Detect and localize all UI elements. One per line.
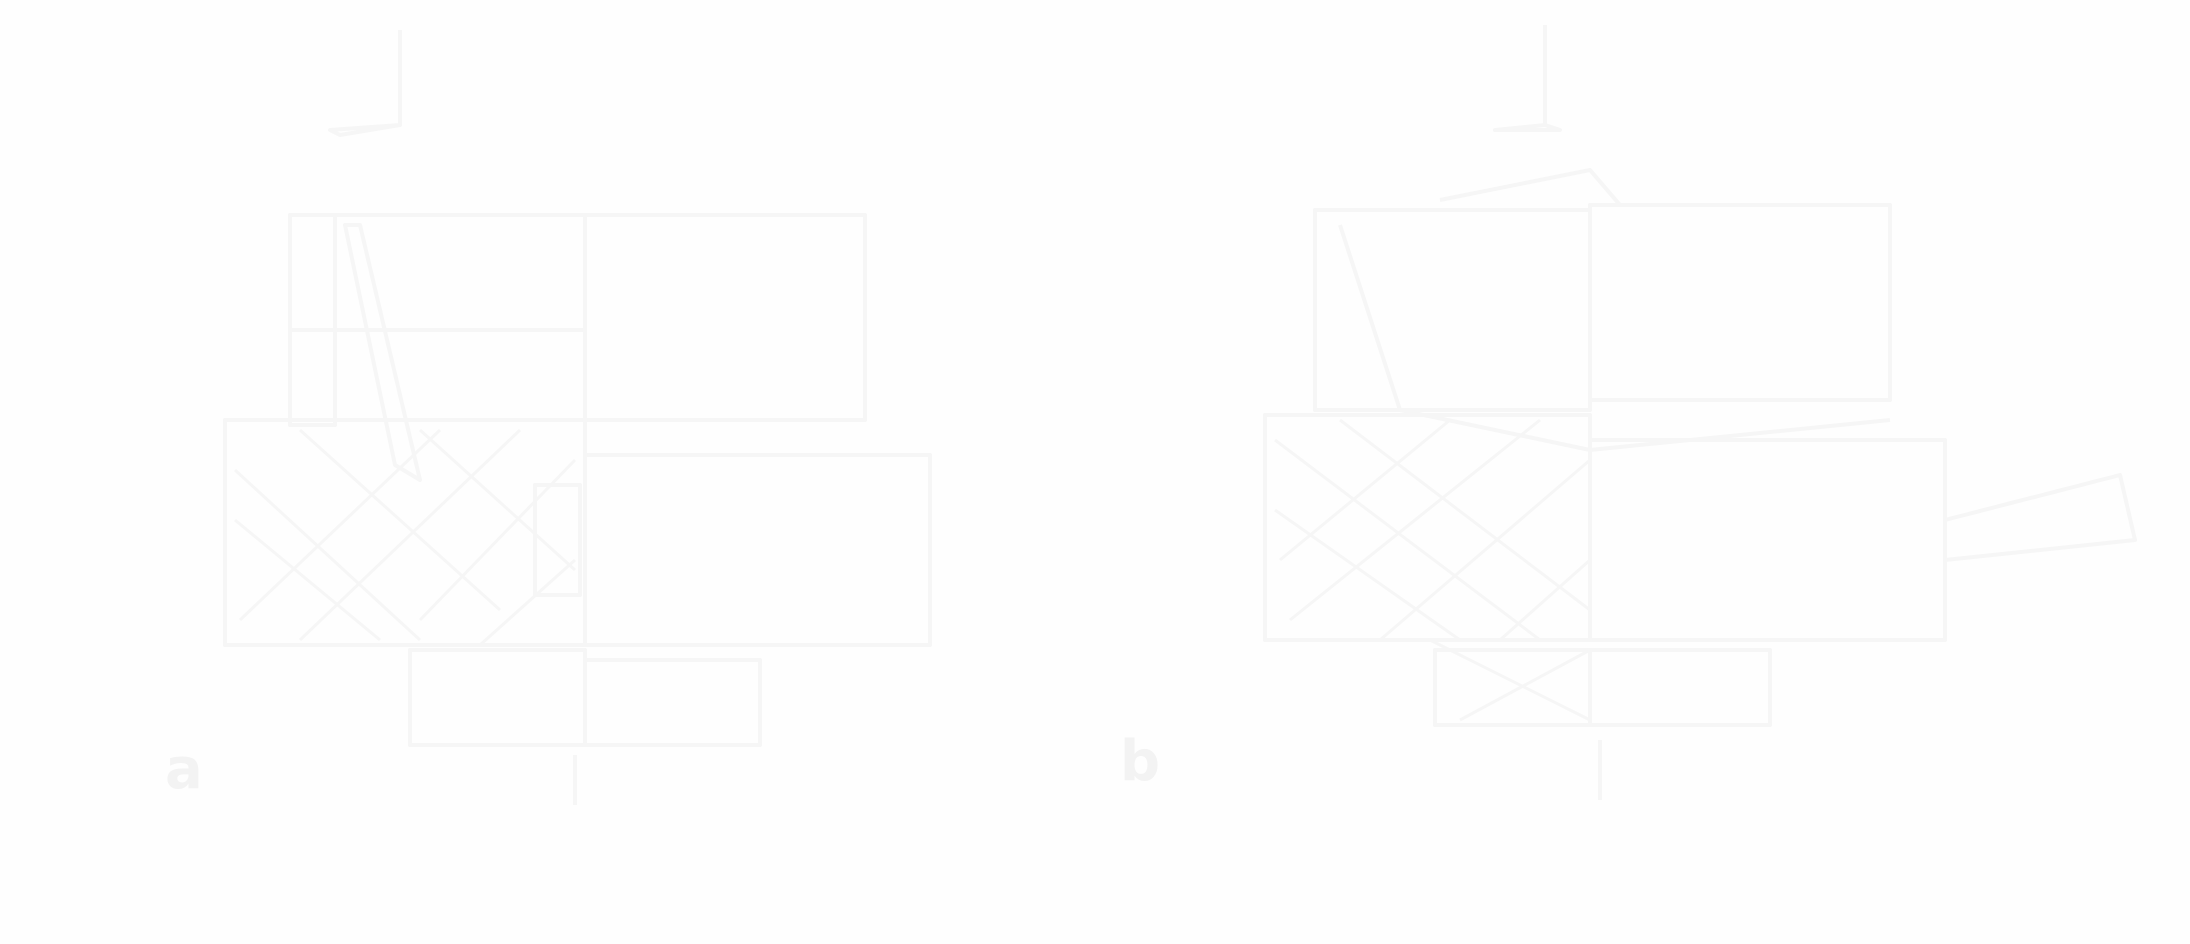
panel-a-inner-block <box>533 483 582 597</box>
panel-b-roof <box>1439 168 1622 207</box>
panel-b-base-right <box>1588 648 1772 727</box>
panel-a-left-post <box>288 213 337 427</box>
panel-a-drawing <box>223 30 932 805</box>
panel-b-label: b <box>1120 729 1160 794</box>
panel-a-top-cap <box>328 123 402 137</box>
panel-b-hatching <box>1274 418 1591 722</box>
panel-b-right-wedge <box>1943 473 2137 562</box>
panel-a-label: a <box>165 737 203 802</box>
panel-a-upper-right-block <box>583 213 867 422</box>
panel-a-middle-right-block <box>583 453 932 647</box>
panel-a-base-right <box>583 658 762 747</box>
panel-b-slope <box>1338 224 1891 452</box>
panel-b-upper-right-block <box>1588 203 1892 402</box>
panel-a-strut <box>343 223 422 482</box>
panel-b-drawing <box>1263 25 2137 800</box>
panel-b-top-cap <box>1493 123 1562 132</box>
